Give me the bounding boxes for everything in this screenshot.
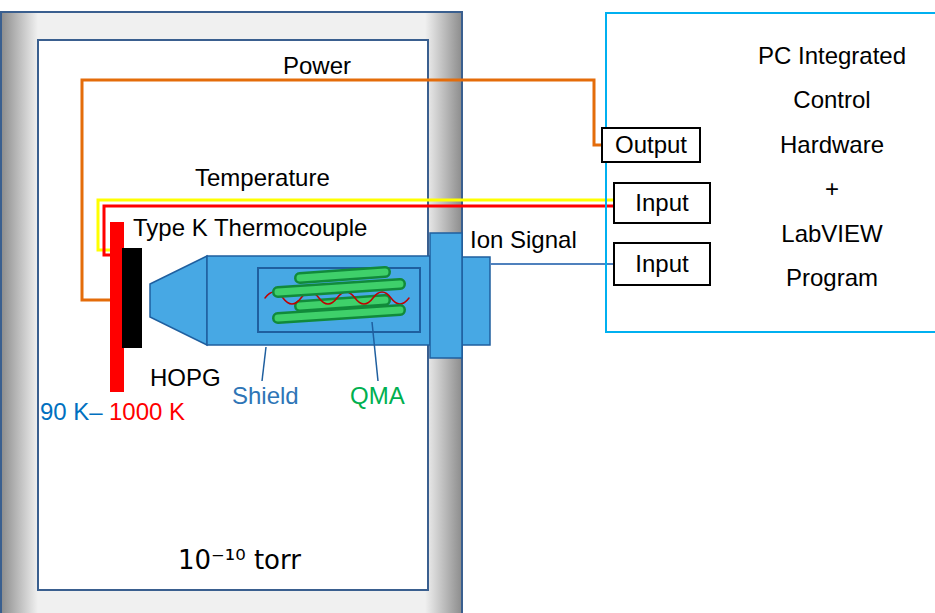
wire-segment xyxy=(82,80,601,300)
wire-segment xyxy=(104,206,613,255)
shield-cone xyxy=(150,256,207,345)
port-label: Input xyxy=(635,252,688,276)
port-label: Output xyxy=(615,133,687,157)
text-column: PC Integrated Control Hardware+LabVIEW P… xyxy=(747,34,917,300)
wire-label: Temperature xyxy=(195,166,330,190)
wire-label: Ion Signal xyxy=(470,228,577,252)
shield-feedthrough xyxy=(462,257,490,345)
wire-segment xyxy=(490,263,613,265)
shield-body xyxy=(207,256,430,345)
system-title: LabVIEW Program xyxy=(747,212,917,301)
signal-wire xyxy=(490,264,613,265)
system-title: PC Integrated Control Hardware xyxy=(747,34,917,167)
leader-line xyxy=(372,322,378,381)
pressure-label: 10⁻¹⁰ torr xyxy=(178,547,301,573)
control-computer: PC Integrated Control Hardware+LabVIEW P… xyxy=(605,12,935,333)
system-title: + xyxy=(747,167,917,211)
chamber-wall xyxy=(1,12,462,613)
wire-label: Power xyxy=(283,54,351,78)
ion-shield: ShieldQMA xyxy=(205,256,490,345)
sample-holder xyxy=(110,222,124,392)
input-port: Input xyxy=(613,182,711,224)
vacuum-chamber: 10⁻¹⁰ torr HOPG Shield QMA xyxy=(0,12,462,613)
part-name: HOPG xyxy=(150,366,221,390)
temperature-range: 1000 K xyxy=(109,400,185,424)
leader-line xyxy=(262,347,266,381)
mounting-flange xyxy=(430,233,462,358)
hopg-sample: HOPG xyxy=(110,222,142,396)
part-name: Shield xyxy=(232,384,299,408)
output-port: Output xyxy=(601,127,701,163)
signal-wire xyxy=(98,200,613,255)
part-label: Type K Thermocouple xyxy=(133,216,367,240)
quadrupole-rods xyxy=(265,272,409,318)
temperature-range: 90 K– xyxy=(40,400,103,424)
part-name: QMA xyxy=(350,384,405,408)
qma-housing xyxy=(258,268,420,332)
port-label: Input xyxy=(635,191,688,215)
signal-wire xyxy=(82,80,601,300)
input-port: Input xyxy=(613,242,711,286)
quadrupole-analyzer: QMA xyxy=(258,268,420,332)
hopg-crystal xyxy=(122,248,142,348)
